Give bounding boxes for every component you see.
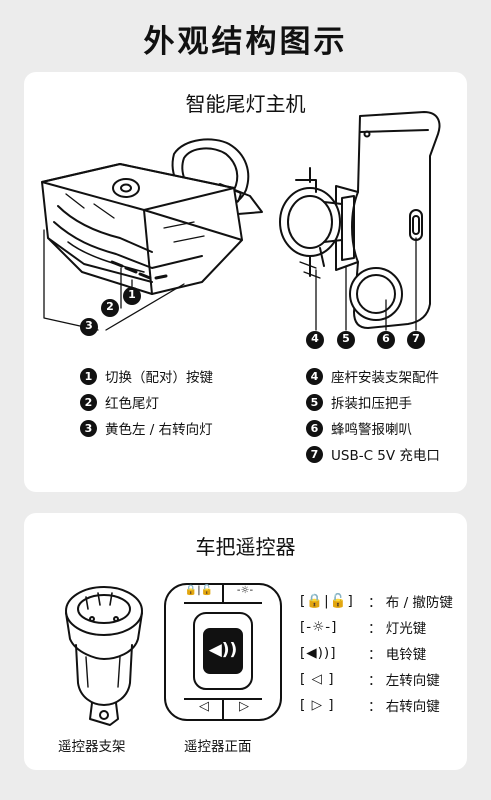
arm-icon: 🔒|🔓 [306,593,348,609]
front-view-body [41,163,243,295]
marker-3: 3 [85,319,93,332]
marker-6: 6 [382,332,390,345]
remote-arm-key-icon: 🔒|🔓 [184,585,214,596]
main-unit-title: 智能尾灯主机 [185,92,306,116]
legend-label: 红色尾灯 [105,396,159,412]
remote-right-key-icon: ▷ [239,699,249,714]
legend-num: 2 [80,393,97,411]
marker-7: 7 [412,332,420,345]
remote-front-illustration [164,583,282,721]
legend-item-1: 1 切换（配对）按键 [80,366,213,386]
legend-num: 5 [306,393,323,411]
legend-label: 座杆安装支架配件 [331,370,439,386]
legend-num: 6 [306,419,323,437]
legend-label: 黄色左 / 右转向灯 [105,422,213,438]
legend-item-7: 7 USB-C 5V 充电口 [306,444,440,464]
marker-1: 1 [128,288,136,301]
remote-bell-key-icon: ◀)) [208,640,238,660]
remote-title: 车把遥控器 [195,535,296,559]
legend-num: 4 [306,367,323,385]
legend-item-4: 4 座杆安装支架配件 [306,366,439,386]
key-label: ： 布 / 撤防键 [368,595,453,611]
light-icon: -☼- [306,619,332,635]
key-label: ： 右转向键 [368,699,440,715]
main-unit-diagram [41,111,441,349]
legend-label: 蜂鸣警报喇叭 [331,422,412,438]
key-legend-bell: [◀))]： 电铃键 [300,645,427,663]
key-legend-right: [ ▷ ]： 右转向键 [300,697,440,715]
key-legend-left: [ ◁ ]： 左转向键 [300,671,440,689]
marker-4: 4 [311,332,319,345]
legend-item-2: 2 红色尾灯 [80,392,159,412]
caption-remote-front: 遥控器正面 [184,739,252,755]
side-view-seatpost-mount [279,167,343,279]
right-turn-icon: ▷ [311,697,323,713]
key-legend-arm: [🔒|🔓]： 布 / 撤防键 [300,593,453,611]
main-unit-card: 智能尾灯主机 [24,72,467,492]
remote-mount-illustration [65,586,143,726]
legend-num: 1 [80,367,97,385]
marker-2: 2 [106,300,114,313]
bell-icon: ◀)) [306,645,331,661]
left-turn-icon: ◁ [311,671,323,687]
page-title: 外观结构图示 [143,24,348,60]
legend-label: 拆装扣压把手 [331,396,412,412]
key-label: ： 灯光键 [368,621,427,637]
remote-light-key-icon: -☼- [236,585,254,596]
legend-num: 7 [306,445,323,463]
caption-remote-mount: 遥控器支架 [58,739,126,755]
remote-left-key-icon: ◁ [199,699,209,714]
key-label: ： 电铃键 [368,647,427,663]
diagram-markers [80,287,425,349]
side-callout-lines [315,237,417,331]
side-view-body [335,111,441,329]
legend-label: USB-C 5V 充电口 [331,448,440,464]
key-legend-light: [-☼-]： 灯光键 [300,619,427,637]
remote-card: 车把遥控器 🔒|🔓 -☼- ◀)) ◁ ▷ 遥控器支架 遥控器正面 [🔒|🔓]：… [24,513,467,770]
legend-label: 切换（配对）按键 [105,370,213,386]
legend-item-6: 6 蜂鸣警报喇叭 [306,418,412,438]
legend-item-3: 3 黄色左 / 右转向灯 [80,418,213,438]
marker-5: 5 [342,332,350,345]
legend-item-5: 5 拆装扣压把手 [306,392,412,412]
legend-num: 3 [80,419,97,437]
key-label: ： 左转向键 [368,673,440,689]
